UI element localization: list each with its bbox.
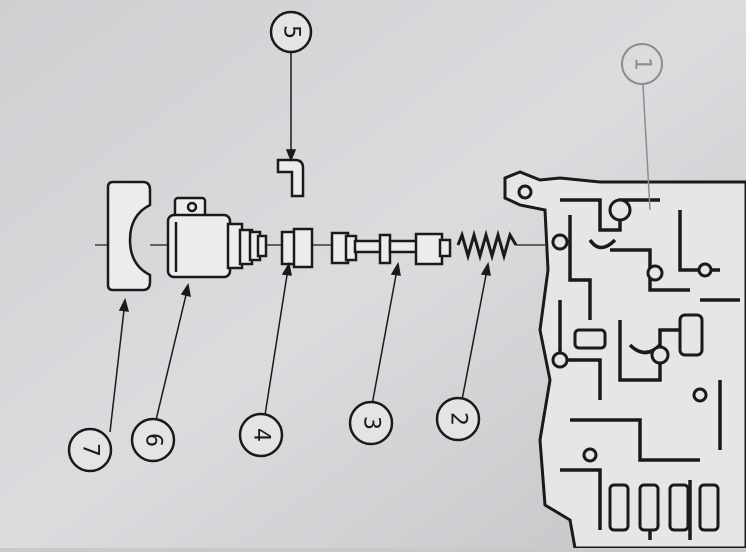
callout-3-label: 3 — [359, 416, 384, 430]
callout-1: 1 — [621, 43, 663, 85]
callout-4: 4 — [238, 412, 284, 458]
callout-5-label: 5 — [279, 25, 304, 39]
callout-4-label: 4 — [249, 428, 274, 442]
part-5-pin — [276, 158, 305, 198]
part-1-valve-body — [503, 170, 746, 550]
callout-7-label: 7 — [78, 443, 103, 457]
callout-1-label: 1 — [630, 57, 655, 71]
callout-5: 5 — [269, 10, 313, 54]
callout-6-label: 6 — [141, 433, 166, 447]
leader-lines — [109, 50, 651, 433]
part-6-solenoid — [166, 196, 268, 279]
callout-7: 7 — [67, 427, 113, 473]
callout-3: 3 — [348, 400, 394, 446]
part-3-valve-spool — [330, 231, 452, 266]
callout-2-label: 2 — [446, 412, 471, 426]
part-7-retainer-clip — [106, 180, 152, 292]
callout-6: 6 — [130, 417, 176, 463]
part-4-plug — [280, 227, 314, 269]
callout-2: 2 — [435, 396, 481, 442]
part-2-spring — [456, 229, 518, 262]
